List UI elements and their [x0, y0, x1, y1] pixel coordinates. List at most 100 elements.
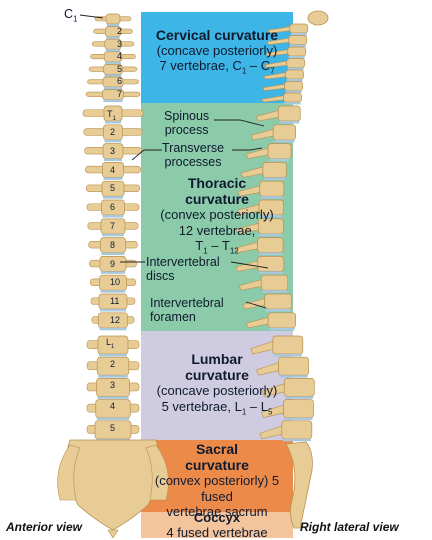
thoracic-vertebra-number: 10	[110, 277, 121, 288]
lateral-disc	[258, 252, 283, 256]
lumbar-vertebra-number: 3	[110, 380, 116, 391]
lateral-disc	[269, 327, 295, 331]
lumbar-title-1: Lumbar	[191, 351, 243, 367]
cervical-desc: (concave posteriorly)	[156, 43, 278, 59]
transverse-processes-leader	[131, 149, 162, 161]
cervical-vertebra-number: 2	[117, 26, 123, 36]
vertebral-body	[105, 13, 121, 25]
intervertebral-disc	[104, 87, 122, 90]
lumbar-count: 5 vertebrae, L1 – L5	[161, 398, 273, 417]
left-ilium	[57, 444, 81, 501]
coccyx-text: Coccyx 4 fused vertebrae	[141, 510, 293, 540]
cervical-count: 7 vertebrae, C1 – C7	[159, 58, 275, 76]
lateral-disc	[260, 196, 283, 199]
lateral-disc	[286, 79, 303, 82]
intervertebral-foramen-leader	[245, 301, 267, 309]
lateral-disc	[282, 438, 311, 442]
lateral-disc	[273, 354, 302, 357]
thoracic-vertebra-number: 3	[110, 145, 116, 156]
thoracic-vertebra-number: 12	[110, 315, 121, 325]
intervertebral-disc	[105, 61, 121, 65]
lateral-vertebral-body	[281, 420, 313, 440]
lateral-vertebral-body	[264, 293, 293, 310]
lateral-disc	[289, 44, 306, 47]
lateral-disc	[260, 215, 283, 218]
lumbar-vertebra-number: 2	[110, 359, 116, 369]
intervertebral-disc	[96, 417, 130, 421]
thoracic-vertebra-number: 8	[110, 239, 116, 250]
lateral-vertebral-body	[260, 274, 289, 291]
c1-label: C1	[64, 7, 78, 24]
anterior-spine-illustration	[57, 13, 169, 538]
lumbar-vertebra-number: 5	[110, 422, 116, 433]
thoracic-title-2: curvature	[185, 191, 249, 208]
lateral-disc	[262, 290, 287, 293]
coccyx-band	[141, 512, 293, 538]
intervertebral-disc	[99, 354, 127, 357]
intervertebral-disc	[100, 290, 126, 293]
cervical-title: Cervical curvature	[155, 27, 279, 43]
lateral-disc	[274, 139, 295, 143]
lumbar-text: Lumbar curvature (concave posteriorly) 5…	[141, 351, 293, 416]
intervertebral-disc	[98, 375, 128, 378]
sacrum-lateral	[285, 441, 313, 529]
sacral-desc-1: (convex posteriorly) 5 fused	[154, 473, 280, 504]
lateral-vertebral-body	[272, 124, 296, 141]
coccyx-anterior	[107, 529, 119, 538]
thoracic-vertebra-number: 11	[110, 296, 120, 307]
thoracic-vertebra-number: 4	[110, 164, 116, 175]
intervertebral-disc	[106, 36, 120, 40]
cervical-vertebra-number: 5	[117, 63, 123, 74]
thoracic-desc: (convex posteriorly)	[160, 207, 274, 223]
c1-leader	[79, 14, 104, 19]
sacral-text: Sacral curvature (convex posteriorly) 5 …	[141, 441, 293, 519]
thoracic-title-1: Thoracic	[187, 175, 247, 191]
intervertebral-disc	[104, 74, 122, 77]
cervical-vertebra-number: 7	[117, 89, 123, 99]
lateral-disc	[265, 309, 291, 312]
thoracic-vertebra-number: 9	[110, 258, 116, 269]
lateral-vertebral-body	[257, 256, 285, 272]
spinous-process-leader	[214, 119, 265, 127]
lateral-disc	[279, 121, 300, 124]
coccyx-desc: 4 fused vertebrae	[166, 525, 268, 540]
intervertebral-disc	[102, 215, 124, 218]
intervertebral-disc	[101, 271, 125, 274]
sacral-title-1: Sacral	[195, 441, 239, 457]
lateral-disc	[258, 271, 283, 274]
vertebra-number-l1: L1	[106, 337, 115, 350]
lateral-disc	[285, 90, 302, 93]
lateral-disc	[259, 233, 283, 237]
vertebra-number-t1: T1	[107, 109, 116, 122]
lumbar-vertebra-number: 4	[110, 401, 116, 412]
intervertebral-disc	[103, 99, 123, 103]
intervertebral-disc	[104, 158, 122, 162]
intervertebral-disc	[97, 396, 129, 399]
lateral-vertebral-body	[283, 92, 302, 103]
anterior-view-label: Anterior view	[6, 520, 83, 534]
lateral-disc	[284, 417, 313, 421]
intervertebral-disc	[104, 139, 122, 143]
cervical-vertebra-number: 4	[117, 51, 123, 62]
intervertebral-disc	[101, 252, 125, 256]
lumbar-desc: (concave posteriorly)	[156, 383, 278, 399]
lateral-vertebral-body	[277, 105, 301, 122]
right-ilium	[145, 444, 169, 501]
right-lateral-view-label: Right lateral view	[300, 520, 399, 534]
lateral-disc	[288, 56, 305, 59]
thoracic-range: T1 – T12	[195, 237, 239, 256]
intervertebral-disc	[102, 233, 124, 237]
intervertebral-disc	[103, 177, 123, 180]
lateral-disc	[269, 158, 291, 162]
thoracic-count: 12 vertebrae,	[178, 222, 256, 238]
atlas	[307, 10, 329, 26]
lateral-vertebral-body	[267, 312, 296, 329]
thoracic-vertebra-number: 7	[110, 221, 116, 231]
cervical-vertebra-number: 3	[117, 38, 123, 49]
intervertebral-disc	[99, 327, 127, 331]
thoracic-vertebra-number: 5	[110, 183, 116, 194]
